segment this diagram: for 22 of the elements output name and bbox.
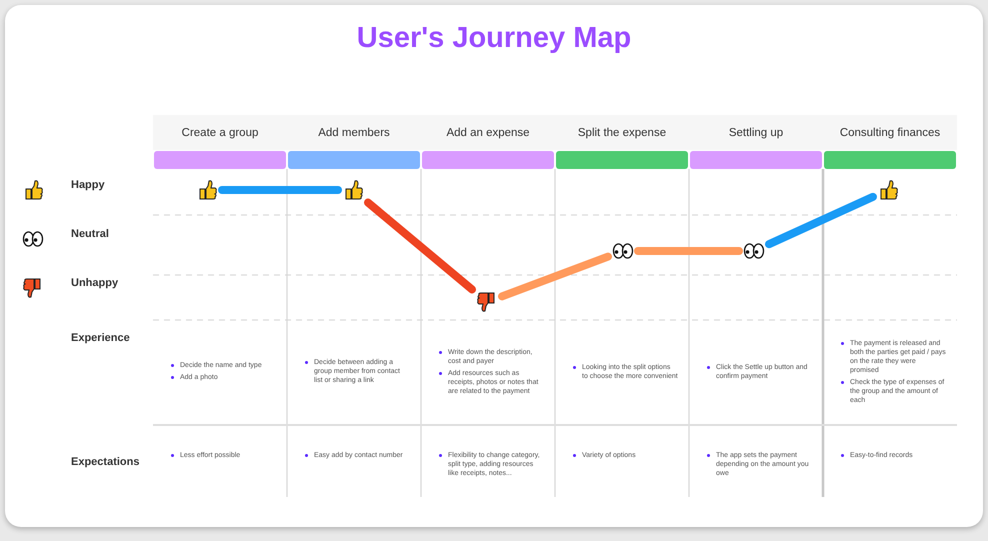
phase-bar (422, 151, 554, 169)
title: User's Journey Map (356, 22, 632, 55)
row-label: Expectations (71, 456, 140, 468)
phase-bar (288, 151, 420, 169)
phase-bar (690, 151, 822, 169)
phase-bar (824, 151, 956, 169)
row-label: Unhappy (71, 277, 118, 289)
row-label: Happy (71, 179, 105, 191)
stage-heading: Add an expense (421, 115, 555, 150)
phase-bar (154, 151, 286, 169)
journey-line (498, 252, 612, 300)
stage-heading: Create a group (153, 115, 287, 150)
journey-line (364, 198, 476, 294)
journey-line (218, 186, 342, 194)
phase-bar (556, 151, 688, 169)
row-label: Experience (71, 332, 130, 344)
row-label: Neutral (71, 228, 109, 240)
stage-heading: Consulting finances (823, 115, 957, 150)
journey-line (765, 192, 877, 248)
stage-heading: Add members (287, 115, 421, 150)
stage-heading: Settling up (689, 115, 823, 150)
stage-heading: Split the expense (555, 115, 689, 150)
